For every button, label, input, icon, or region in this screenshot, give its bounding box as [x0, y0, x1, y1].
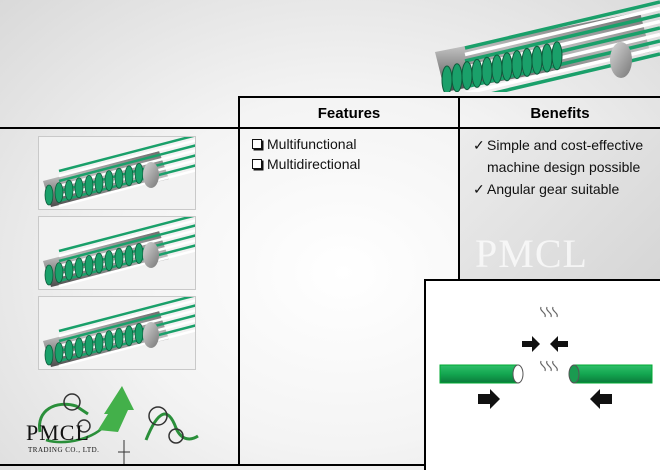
table-divider-left: [238, 96, 240, 466]
feature-item: Multidirectional: [252, 154, 360, 174]
features-list: Multifunctional Multidirectional: [252, 134, 360, 174]
arrow-down-icon: [540, 306, 558, 318]
benefits-header: Benefits: [530, 104, 590, 122]
arrow-up-icon: [540, 360, 558, 372]
top-belt-image: [435, 0, 660, 92]
benefits-panel: [460, 129, 660, 280]
arrow-right-icon: [478, 389, 500, 409]
benefit-item: ✓Angular gear suitable: [473, 178, 658, 200]
checkmark-icon: ✓: [473, 137, 485, 153]
connection-diagram: [424, 279, 660, 470]
table-divider-mid: [458, 96, 460, 280]
feature-item: Multifunctional: [252, 134, 360, 154]
benefits-list: ✓Simple and cost-effective machine desig…: [473, 134, 658, 200]
table-top-line: [238, 96, 660, 98]
checkbox-icon: [252, 159, 262, 169]
table-bottom-line: [0, 464, 424, 466]
logo-graphic: [38, 386, 199, 464]
belt-thumbnail-2: [38, 216, 196, 290]
logo-text: PMCL: [26, 420, 90, 445]
belt-thumbnail-1: [38, 136, 196, 210]
arrow-right-icon: [522, 336, 540, 352]
belt-thumbnail-3: [38, 296, 196, 370]
checkmark-icon: ✓: [473, 181, 485, 197]
watermark: PMCL: [475, 231, 588, 276]
benefit-item: ✓Simple and cost-effective machine desig…: [473, 134, 658, 178]
checkbox-icon: [252, 139, 262, 149]
right-rod: [568, 364, 653, 384]
table-header-line: [0, 127, 660, 129]
arrow-left-icon: [590, 389, 612, 409]
arrow-left-icon: [550, 336, 568, 352]
logo-subtitle: TRADING CO., LTD.: [28, 446, 100, 454]
left-rod: [439, 364, 524, 384]
features-header: Features: [317, 104, 381, 122]
